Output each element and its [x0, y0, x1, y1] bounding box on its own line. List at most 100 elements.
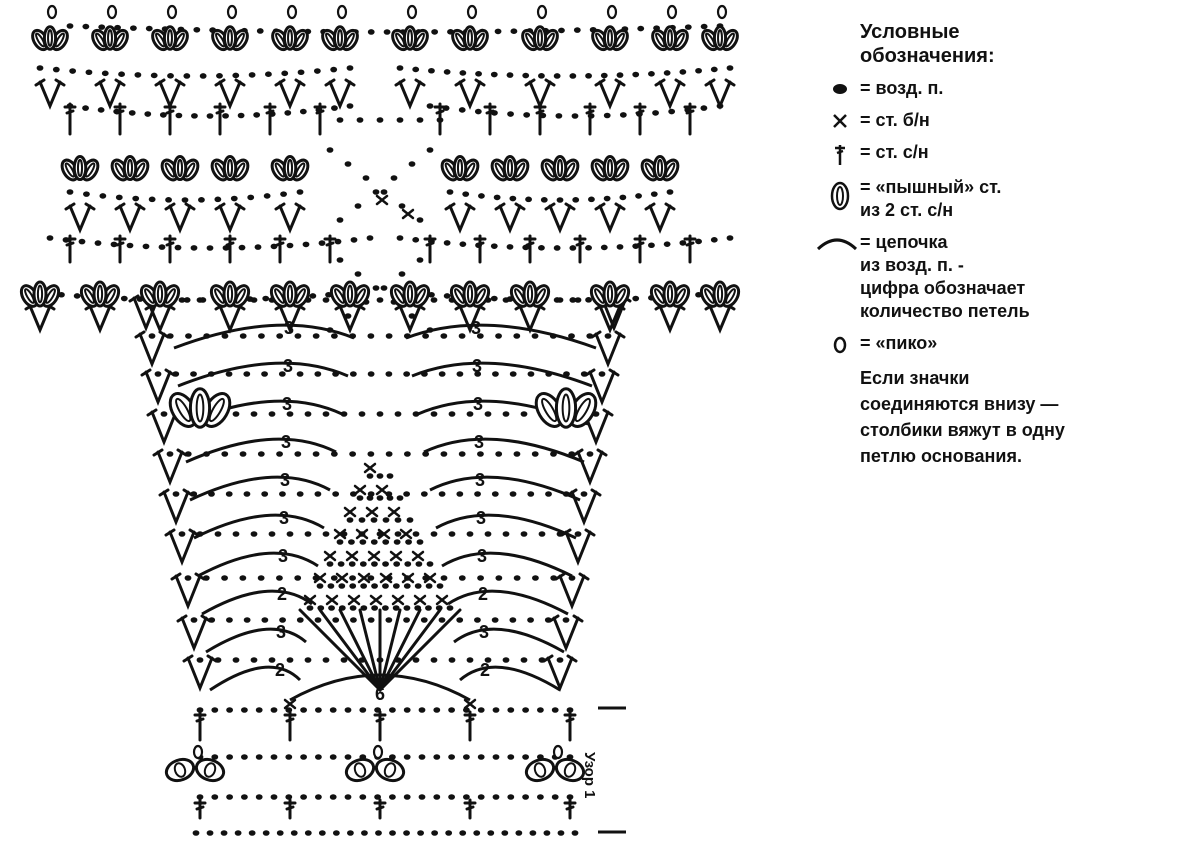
- puff-stitch-inner: [215, 32, 226, 48]
- chain-stitch: [403, 605, 411, 611]
- v-stitch: [182, 654, 218, 693]
- chain-stitch: [346, 517, 354, 523]
- chain-stitch: [232, 531, 240, 537]
- chain-stitch: [603, 195, 611, 202]
- chain-stitch: [385, 451, 393, 457]
- chain-stitch: [349, 583, 357, 589]
- puff-stitches: [19, 4, 741, 783]
- chain-stitch: [120, 295, 128, 302]
- chain-stitch: [232, 72, 240, 79]
- chain-stitch: [478, 193, 485, 199]
- chain-stitch: [679, 69, 687, 75]
- chain-stitch: [130, 25, 137, 31]
- single-crochet: [423, 572, 437, 584]
- chain-stitch: [318, 240, 326, 246]
- puff-stitch-inner: [415, 288, 426, 304]
- puff-stitch-inner: [456, 158, 464, 178]
- chain-stitch: [509, 491, 517, 497]
- chain-stitch: [440, 575, 448, 581]
- chain-stitch: [403, 371, 411, 377]
- puff-stitch-inner: [674, 32, 685, 48]
- chain-stitch: [300, 754, 307, 760]
- chain-stitch: [456, 617, 464, 623]
- chain-stitch: [336, 539, 344, 545]
- v-stitch: [594, 202, 626, 234]
- legend-item-chain-arc: = цепочка из возд. п. - цифра обозначает…: [816, 231, 1180, 323]
- single-crochet: [353, 484, 367, 496]
- chain-stitch: [268, 411, 276, 417]
- chain-stitch: [458, 451, 466, 457]
- chain-stitch: [502, 531, 510, 537]
- chain-stitch: [239, 451, 247, 457]
- puff-stitch-inner: [294, 162, 306, 178]
- chain-stitch: [165, 197, 172, 203]
- chain-stitch: [448, 657, 456, 663]
- chain-stitch: [322, 531, 330, 537]
- puff-stitch-inner: [716, 284, 724, 304]
- single-crochet: [379, 572, 393, 584]
- chain-stitch: [361, 830, 368, 836]
- chain-stitch: [726, 65, 734, 71]
- chain-stitch: [477, 707, 485, 713]
- chain-stitch: [367, 617, 375, 623]
- chain-stitch: [537, 707, 544, 713]
- puff-stitch-inner: [594, 288, 605, 304]
- chain-stitch: [632, 71, 640, 78]
- chain-stitch: [448, 531, 456, 537]
- chain-stitch: [211, 754, 219, 760]
- chain-stitch: [337, 561, 345, 567]
- puff-stitch-inner: [114, 32, 125, 48]
- puff-stitch-inner: [227, 29, 233, 47]
- double-crochet: [193, 710, 207, 742]
- chain-stitch: [265, 71, 272, 78]
- double-crochet: [483, 102, 497, 136]
- chain-stitch: [304, 531, 312, 537]
- chain-stitch: [527, 491, 535, 497]
- v-stitch: [584, 368, 620, 407]
- chain-stitch: [110, 241, 118, 248]
- chain-stitch: [318, 830, 326, 836]
- chain-stitch: [346, 103, 354, 109]
- chain-stitch: [300, 794, 307, 800]
- chain-arc: [209, 665, 302, 692]
- chain-stitch: [463, 794, 470, 800]
- v-stitch: [394, 78, 426, 110]
- puff-stitch-inner: [114, 162, 126, 178]
- chain-stitch: [420, 617, 428, 623]
- chain-stitch: [412, 66, 420, 73]
- puff-stitch-inner: [544, 162, 556, 178]
- chain-stitch: [477, 575, 484, 581]
- v-stitch: [134, 330, 170, 369]
- chain-stitch: [322, 297, 330, 303]
- chain-stitch: [46, 235, 54, 241]
- v-stitch: [454, 78, 486, 110]
- chain-arc: [453, 627, 565, 654]
- legend-text: = ст. с/н: [860, 142, 929, 162]
- chain-stitch: [306, 605, 314, 611]
- chain-stitch: [330, 66, 338, 73]
- arc-count: 3: [472, 356, 482, 376]
- chain-stitch: [695, 67, 702, 74]
- chain-stitch: [304, 657, 312, 663]
- chain-stitch: [160, 411, 168, 417]
- double-crochet: [63, 234, 77, 264]
- chain-stitch: [178, 297, 186, 303]
- chain-stitch: [459, 830, 467, 836]
- v-stitch: [152, 448, 188, 487]
- chain-stitch: [459, 241, 467, 247]
- puff-stitch-inner: [84, 288, 95, 304]
- double-crochet: [373, 710, 387, 742]
- chain-arc: [177, 361, 349, 388]
- chain-stitch: [569, 245, 577, 251]
- chain-stitch: [529, 830, 537, 836]
- chain-stitch: [490, 295, 498, 302]
- chain-stitch: [190, 245, 198, 251]
- chain-stitch: [507, 754, 515, 760]
- chain-stitch: [241, 754, 248, 760]
- puff-stitch-inner: [664, 162, 676, 178]
- fan-stroke: [298, 608, 382, 692]
- double-crochet: [583, 102, 597, 136]
- chain-stitch: [150, 72, 158, 79]
- chain-stitch: [603, 112, 611, 119]
- chain-stitch: [619, 112, 627, 118]
